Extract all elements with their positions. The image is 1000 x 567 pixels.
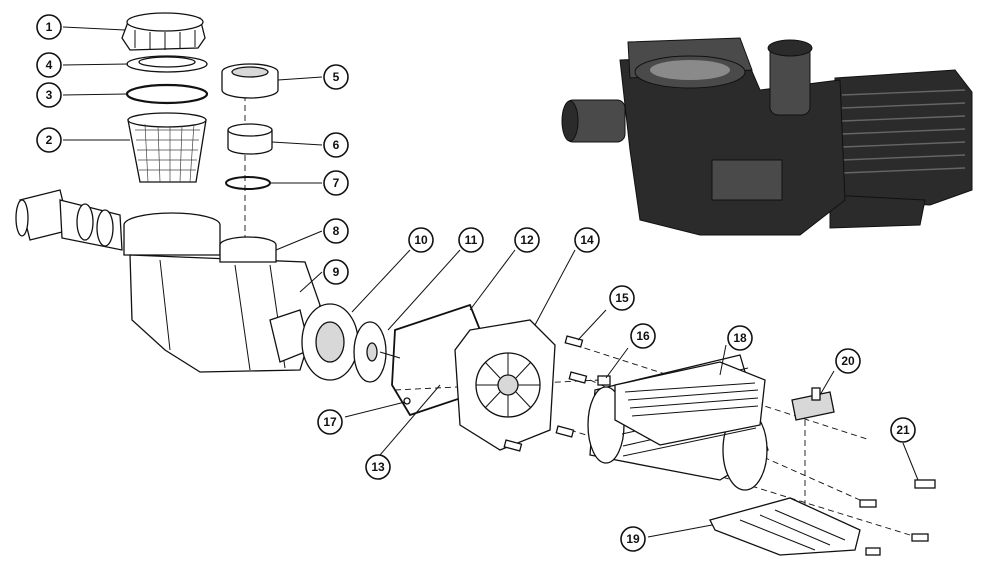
svg-text:17: 17 xyxy=(323,415,337,429)
callout-18: 18 xyxy=(727,325,753,351)
svg-text:14: 14 xyxy=(580,233,594,247)
callout-8: 8 xyxy=(323,218,349,244)
part-strainer-basket xyxy=(127,112,207,183)
leader-lines xyxy=(62,26,919,538)
part-impeller xyxy=(353,321,401,383)
callout-5: 5 xyxy=(323,64,349,90)
svg-text:10: 10 xyxy=(414,233,428,247)
callout-13: 13 xyxy=(365,454,391,480)
svg-text:20: 20 xyxy=(841,354,855,368)
svg-text:3: 3 xyxy=(46,88,53,102)
svg-text:1: 1 xyxy=(46,20,53,34)
part-o-ring-large xyxy=(125,83,209,105)
part-motor-foot xyxy=(709,497,861,556)
callout-17: 17 xyxy=(317,409,343,435)
part-diffuser xyxy=(301,303,359,381)
callout-11: 11 xyxy=(458,227,484,253)
callout-20: 20 xyxy=(835,348,861,374)
svg-text:4: 4 xyxy=(46,58,53,72)
callout-1: 1 xyxy=(36,14,62,40)
callouts: 1 4 3 2 5 6 7 8 9 10 11 12 14 15 16 17 1… xyxy=(36,14,916,552)
callout-6: 6 xyxy=(323,132,349,158)
part-lid-seal xyxy=(126,55,208,73)
svg-text:21: 21 xyxy=(896,423,910,437)
callout-16: 16 xyxy=(630,323,656,349)
callout-21: 21 xyxy=(890,417,916,443)
part-union-nut xyxy=(221,63,279,99)
svg-text:5: 5 xyxy=(333,70,340,84)
svg-text:6: 6 xyxy=(333,138,340,152)
part-strainer-lid xyxy=(121,12,206,51)
part-pump-housing xyxy=(15,189,321,373)
assembled-pump-photo xyxy=(561,37,973,236)
part-screws xyxy=(859,479,936,556)
svg-text:18: 18 xyxy=(733,331,747,345)
svg-text:9: 9 xyxy=(333,265,340,279)
part-union-o-ring xyxy=(225,176,271,190)
callout-15: 15 xyxy=(609,285,635,311)
svg-text:8: 8 xyxy=(333,224,340,238)
svg-text:2: 2 xyxy=(46,133,53,147)
part-terminal-clip xyxy=(791,387,835,421)
svg-text:13: 13 xyxy=(371,460,385,474)
part-union-tail xyxy=(227,123,273,155)
callout-14: 14 xyxy=(574,227,600,253)
svg-text:19: 19 xyxy=(626,532,640,546)
callout-10: 10 xyxy=(408,227,434,253)
svg-text:15: 15 xyxy=(615,291,629,305)
callout-19: 19 xyxy=(620,526,646,552)
svg-text:7: 7 xyxy=(333,176,340,190)
svg-text:12: 12 xyxy=(520,233,534,247)
callout-7: 7 xyxy=(323,170,349,196)
part-bolts xyxy=(403,335,611,452)
svg-text:11: 11 xyxy=(465,233,478,247)
callout-4: 4 xyxy=(36,52,62,78)
svg-text:16: 16 xyxy=(636,329,650,343)
callout-9: 9 xyxy=(323,259,349,285)
callout-3: 3 xyxy=(36,82,62,108)
callout-2: 2 xyxy=(36,127,62,153)
part-motor-bracket xyxy=(454,319,556,451)
callout-12: 12 xyxy=(514,227,540,253)
part-motor xyxy=(587,354,769,491)
